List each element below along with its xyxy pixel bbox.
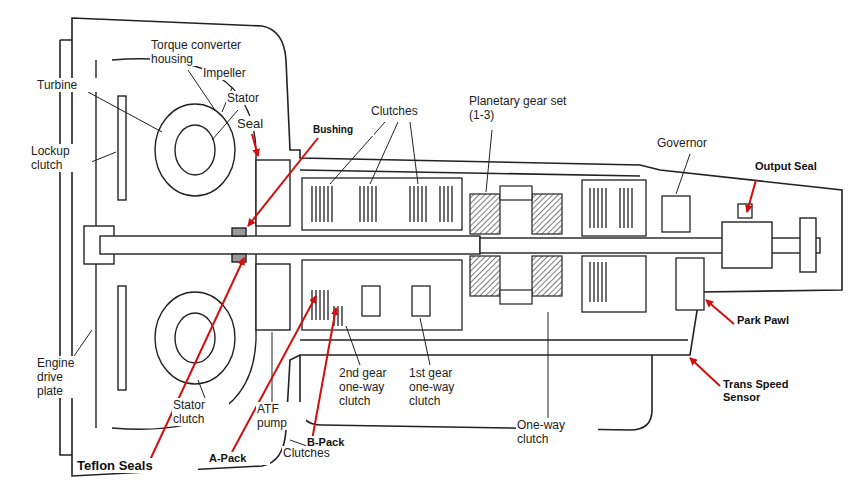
part-label: Planetary gear set (1-3) (468, 94, 570, 122)
part-label: Stator (226, 91, 278, 105)
clutch-packs-part (362, 286, 380, 316)
red-arrows-part (252, 134, 258, 156)
leader-lines-part (486, 130, 492, 192)
part-label: Governor (656, 136, 728, 150)
leader-lines (74, 70, 690, 450)
governor-and-park-part (738, 204, 752, 218)
part-label: Turbine (36, 78, 98, 92)
pump-and-shafts-part (232, 228, 246, 236)
part-label: Engine drive plate (36, 356, 88, 398)
red-arrows-part (690, 358, 720, 386)
transmission-case-part (300, 355, 652, 430)
leader-lines-part (420, 318, 430, 365)
torque-converter-part (155, 292, 235, 384)
clutch-packs-part (312, 186, 332, 222)
clutch-packs-part (410, 186, 426, 222)
torque-converter-part (118, 286, 126, 390)
part-label: 2nd gear one-way clutch (338, 366, 402, 408)
governor-and-park (662, 196, 752, 310)
callout-label: Teflon Seals (76, 458, 198, 473)
callout-label: Output Seal (754, 160, 846, 173)
clutch-packs-part (312, 290, 328, 320)
leader-lines-part (74, 330, 92, 356)
red-arrows-part (232, 296, 316, 452)
red-arrows-part (747, 180, 756, 212)
red-arrows-part (312, 308, 336, 440)
clutch-packs-part (590, 262, 606, 302)
pump-and-shafts-part (256, 264, 290, 330)
callout-label: Trans Speed Sensor (722, 378, 814, 404)
planetary-gears-part (500, 290, 532, 304)
planetary-gears (470, 186, 562, 304)
red-arrows-part (248, 138, 318, 226)
pump-and-shafts-part (100, 236, 480, 254)
torque-converter-part (175, 313, 215, 363)
clutch-packs-part (360, 186, 376, 222)
part-label: Impeller (202, 66, 264, 80)
clutch-packs-part (302, 178, 462, 230)
pump-and-shafts-part (722, 222, 772, 268)
transmission-case-part (300, 170, 688, 340)
leader-lines-part (198, 380, 205, 398)
clutch-packs-part (590, 188, 606, 228)
red-arrows (150, 134, 756, 460)
leader-lines-part (676, 154, 690, 194)
callout-label: Park Pawl (736, 314, 828, 327)
transmission-case (60, 18, 842, 476)
part-label: ATF pump (256, 402, 306, 430)
part-label: Clutches (370, 104, 442, 118)
leader-lines-part (272, 332, 273, 402)
clutch-packs (302, 178, 646, 330)
callout-label: B-Pack (306, 436, 368, 449)
leader-lines-part (88, 92, 162, 132)
clutch-packs-part (302, 260, 462, 330)
planetary-gears-part (532, 194, 562, 234)
clutch-packs-part (582, 180, 646, 236)
planetary-gears-part (470, 194, 500, 234)
pump-and-shafts (100, 160, 820, 330)
part-label: One-way clutch (516, 418, 598, 446)
red-arrows-part (150, 258, 244, 460)
red-arrows-part (706, 300, 734, 324)
torque-converter-part (155, 104, 235, 196)
leader-lines-part (548, 312, 549, 418)
transmission-case-part (72, 18, 842, 476)
leader-lines-part (346, 326, 360, 365)
clutch-packs-part (620, 188, 632, 228)
part-label: Lockup clutch (30, 144, 92, 172)
callout-label: Bushing (312, 124, 374, 136)
clutch-packs-part (412, 286, 430, 316)
part-label: Torque converter housing (150, 38, 252, 66)
part-label: Seal (236, 116, 278, 131)
governor-and-park-part (662, 196, 690, 232)
part-label: Stator clutch (172, 398, 229, 426)
planetary-gears-part (470, 256, 500, 296)
governor-and-park-part (676, 258, 704, 310)
planetary-gears-part (500, 186, 532, 200)
part-label: 1st gear one-way clutch (408, 366, 472, 408)
callout-label: A-Pack (208, 452, 270, 465)
clutch-packs-part (440, 186, 452, 222)
pump-and-shafts-part (800, 218, 816, 272)
leader-lines-part (212, 110, 238, 140)
planetary-gears-part (532, 256, 562, 296)
clutch-packs-part (582, 256, 646, 312)
torque-converter-part (175, 125, 215, 175)
